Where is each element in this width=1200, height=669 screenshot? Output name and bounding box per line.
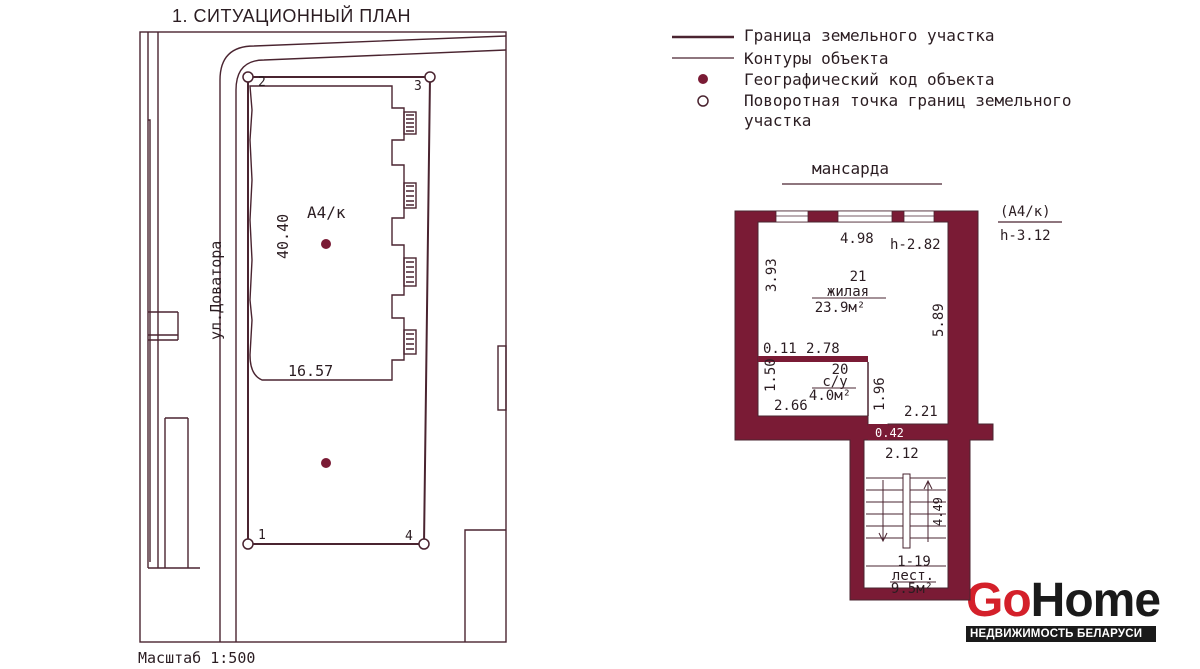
room-21-name: жилая (827, 284, 869, 300)
turning-point-2 (242, 71, 254, 83)
turning-point-4 (418, 538, 430, 550)
legend-geo-dot (698, 74, 708, 84)
land-boundary (247, 76, 432, 545)
room-20-area: 4.0м² (809, 388, 851, 404)
dim-right-full: 5.89 (931, 303, 947, 337)
logo-go: Go (966, 574, 1032, 627)
corner-label-2: 2 (258, 75, 266, 90)
turning-point-1 (242, 538, 254, 550)
building-width: 16.57 (288, 362, 333, 380)
legend-label-geo-code: Географический код объекта (744, 70, 995, 89)
legend-turning-dot (697, 95, 709, 107)
corner-label-3: 3 (414, 79, 422, 94)
stair (866, 473, 946, 567)
dim-stair-width: 2.12 (885, 446, 919, 462)
building-length: 40.40 (274, 214, 292, 259)
corner-label-1: 1 (258, 528, 266, 543)
room-20-number: 20 (832, 362, 849, 378)
room-stair-number: 1-19 (897, 554, 931, 570)
dim-top-width: 4.98 (840, 231, 874, 247)
legend-label-boundary: Граница земельного участка (744, 26, 995, 45)
room-height: h-2.82 (890, 237, 941, 253)
legend-label-contour: Контуры объекта (744, 49, 889, 68)
dim-corridor: 2.21 (904, 404, 938, 420)
dim-partition: 2.78 (806, 341, 840, 357)
logo-tagline: НЕДВИЖИМОСТЬ БЕЛАРУСИ (966, 626, 1156, 642)
object-code: (А4/к) (1000, 204, 1051, 220)
geo-code-dot-1 (321, 239, 331, 249)
room-20-name: с/у (822, 374, 847, 390)
page-title: 1. СИТУАЦИОННЫЙ ПЛАН (172, 6, 412, 26)
dim-bath-depth: 1.96 (872, 377, 888, 411)
logo-home: Home (1030, 574, 1161, 627)
room-21-area: 23.9м² (815, 300, 866, 316)
legend-label-turning-point: Поворотная точка границ земельного участ… (744, 91, 1072, 130)
dim-stair-length: 4.49 (931, 497, 945, 526)
site-plan-frame (139, 31, 507, 643)
geo-code-dot-2 (321, 458, 331, 468)
room-stair-name: лест. (892, 568, 934, 584)
floor-plan-walls (734, 210, 994, 601)
turning-point-3 (424, 71, 436, 83)
corner-label-4: 4 (405, 529, 413, 544)
street-name: ул.Доватора (207, 241, 225, 340)
dim-bath-width: 2.66 (774, 398, 808, 414)
gohome-logo: GoHome НЕДВИЖИМОСТЬ БЕЛАРУСИ (966, 577, 1161, 644)
scale-label: Масштаб 1:500 (138, 649, 256, 667)
building-contour (249, 85, 405, 381)
height-total: h-3.12 (1000, 228, 1051, 244)
dim-left-upper: 3.93 (764, 258, 780, 292)
room-stair-area: 9.5м² (891, 581, 933, 597)
dim-wall-gap: 0.11 (763, 341, 797, 357)
entrances (403, 111, 417, 355)
level-name: мансарда (812, 159, 889, 178)
room-21-number: 21 (850, 269, 867, 285)
dim-opening: 0.42 (875, 426, 904, 440)
building-code: А4/к (307, 203, 346, 222)
dim-left-lower: 1.50 (763, 358, 779, 392)
